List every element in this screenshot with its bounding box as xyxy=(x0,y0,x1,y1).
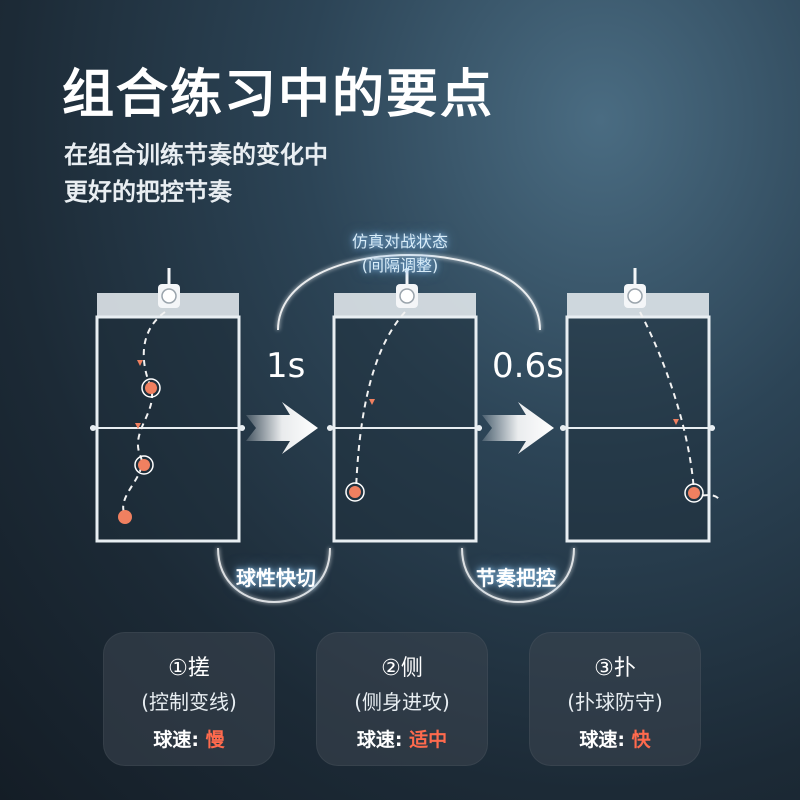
card-speed: 球速: 快 xyxy=(529,725,701,752)
bottom-arc-1 xyxy=(217,547,331,603)
page-title: 组合练习中的要点 xyxy=(62,65,495,125)
card-title: ②侧 xyxy=(381,656,423,681)
arc-top-sublabel: (间隔调整) xyxy=(361,256,439,275)
speed-label: 球速: xyxy=(579,729,632,751)
arrow-right-icon-2 xyxy=(482,402,554,454)
court-3 xyxy=(560,268,721,543)
speed-value: 快 xyxy=(631,729,651,751)
card-title: ①搓 xyxy=(168,656,210,681)
technique-card-3: ③扑 (扑球防守) 球速: 快 xyxy=(529,632,701,766)
subtitle-line-1: 在组合训练节奏的变化中 xyxy=(64,141,328,169)
interval-label-2: 0.6s xyxy=(492,346,564,386)
interval-label-1: 1s xyxy=(266,346,306,386)
bottom-arc-2 xyxy=(461,547,575,603)
card-subtitle: (扑球防守) xyxy=(567,690,663,714)
card-speed: 球速: 适中 xyxy=(316,725,488,752)
bottom-label-2: 节奏把控 xyxy=(476,566,556,590)
technique-card-1: ①搓 (控制变线) 球速: 慢 xyxy=(103,632,275,766)
speed-label: 球速: xyxy=(153,729,206,751)
top-arc xyxy=(277,254,541,331)
bottom-label-1: 球性快切 xyxy=(236,566,316,590)
card-speed: 球速: 慢 xyxy=(103,725,275,752)
court-1 xyxy=(90,268,245,543)
speed-value: 慢 xyxy=(205,729,225,751)
arc-top-label: 仿真对战状态 xyxy=(351,232,448,251)
subtitle-line-2: 更好的把控节奏 xyxy=(64,178,232,206)
arrow-right-icon-1 xyxy=(246,402,318,454)
speed-label: 球速: xyxy=(356,729,410,751)
speed-value: 适中 xyxy=(409,729,448,751)
card-title: ③扑 xyxy=(594,656,636,681)
card-subtitle: (控制变线) xyxy=(141,690,237,714)
court-2 xyxy=(327,268,482,543)
card-subtitle: (侧身进攻) xyxy=(354,690,450,714)
technique-card-2: ②侧 (侧身进攻) 球速: 适中 xyxy=(316,632,488,766)
